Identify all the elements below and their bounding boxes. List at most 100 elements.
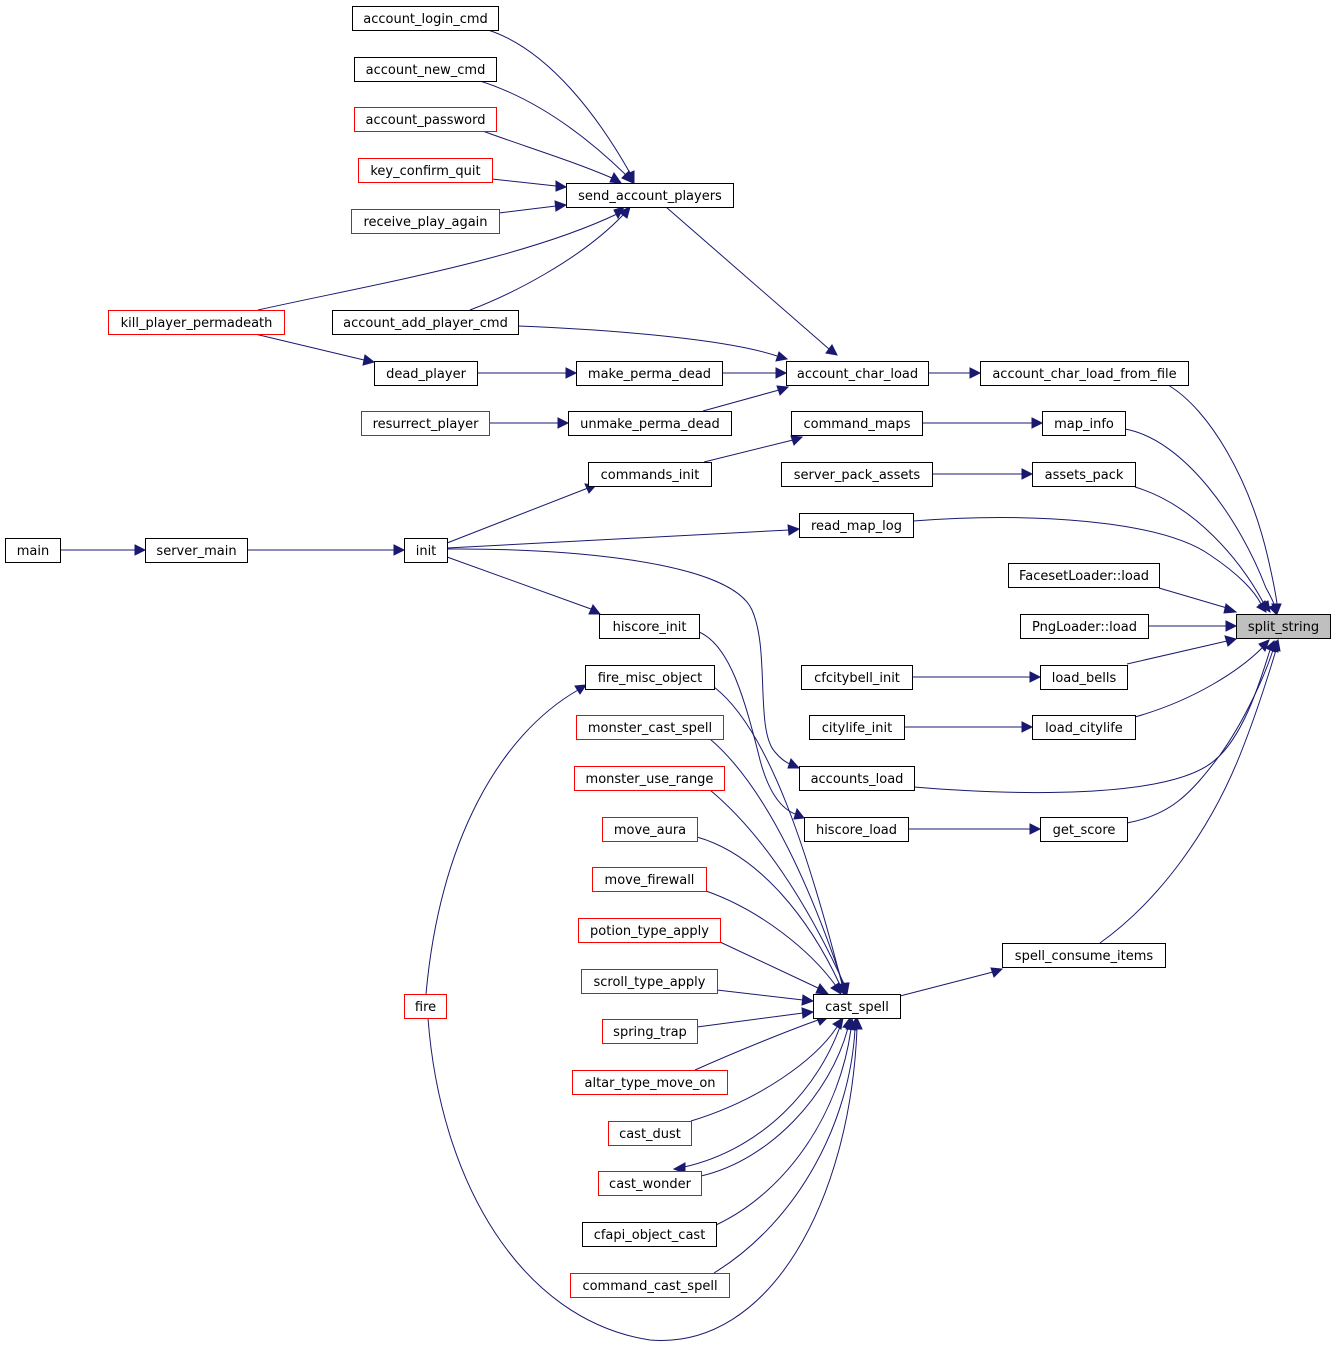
- node-box[interactable]: [799, 766, 915, 791]
- node-box[interactable]: [1008, 563, 1160, 588]
- node-box[interactable]: [980, 361, 1189, 386]
- node-box[interactable]: [351, 209, 500, 234]
- node-account-login-cmd[interactable]: account_login_cmd: [352, 6, 499, 31]
- node-command-maps[interactable]: command_maps: [791, 411, 923, 436]
- node-box[interactable]: [1040, 665, 1128, 690]
- node-box[interactable]: [108, 310, 285, 335]
- node-get-score[interactable]: get_score: [1040, 817, 1128, 842]
- node-altar-type-move-on[interactable]: altar_type_move_on: [572, 1070, 728, 1095]
- node-server-pack-assets[interactable]: server_pack_assets: [781, 462, 933, 487]
- node-pngloader-load[interactable]: PngLoader::load: [1020, 614, 1149, 639]
- node-cfcitybell-init[interactable]: cfcitybell_init: [801, 665, 913, 690]
- node-cast-spell[interactable]: cast_spell: [813, 994, 901, 1019]
- node-box[interactable]: [576, 715, 724, 740]
- node-citylife-init[interactable]: citylife_init: [809, 715, 905, 740]
- node-scroll-type-apply[interactable]: scroll_type_apply: [581, 969, 718, 994]
- node-box[interactable]: [354, 107, 497, 132]
- node-box[interactable]: [602, 1019, 698, 1044]
- node-box[interactable]: [598, 1171, 702, 1196]
- node-hiscore-init[interactable]: hiscore_init: [599, 614, 700, 639]
- node-box[interactable]: [781, 462, 933, 487]
- node-box[interactable]: [1042, 411, 1126, 436]
- node-monster-use-range[interactable]: monster_use_range: [574, 766, 725, 791]
- node-load-citylife[interactable]: load_citylife: [1032, 715, 1136, 740]
- node-box[interactable]: [791, 411, 923, 436]
- node-split-string[interactable]: split_string: [1236, 614, 1331, 639]
- node-box[interactable]: [568, 411, 732, 436]
- node-box[interactable]: [358, 158, 493, 183]
- node-key-confirm-quit[interactable]: key_confirm_quit: [358, 158, 493, 183]
- node-box[interactable]: [1032, 715, 1136, 740]
- node-account-new-cmd[interactable]: account_new_cmd: [354, 57, 497, 82]
- node-box[interactable]: [352, 6, 499, 31]
- node-cfapi-object-cast[interactable]: cfapi_object_cast: [582, 1222, 717, 1247]
- node-box[interactable]: [374, 361, 478, 386]
- node-box[interactable]: [801, 665, 913, 690]
- node-accounts-load[interactable]: accounts_load: [799, 766, 915, 791]
- node-box[interactable]: [1236, 614, 1331, 639]
- node-box[interactable]: [581, 969, 718, 994]
- node-box[interactable]: [576, 361, 723, 386]
- node-box[interactable]: [145, 538, 248, 563]
- node-move-aura[interactable]: move_aura: [602, 817, 698, 842]
- node-account-password[interactable]: account_password: [354, 107, 497, 132]
- node-spell-consume-items[interactable]: spell_consume_items: [1002, 943, 1166, 968]
- node-box[interactable]: [361, 411, 490, 436]
- node-dead-player[interactable]: dead_player: [374, 361, 478, 386]
- node-box[interactable]: [804, 817, 909, 842]
- node-box[interactable]: [602, 817, 698, 842]
- node-box[interactable]: [1002, 943, 1166, 968]
- node-box[interactable]: [332, 310, 519, 335]
- node-box[interactable]: [813, 994, 901, 1019]
- node-send-account-players[interactable]: send_account_players: [566, 183, 734, 208]
- node-move-firewall[interactable]: move_firewall: [592, 867, 707, 892]
- node-fire[interactable]: fire: [404, 994, 447, 1019]
- node-commands-init[interactable]: commands_init: [588, 462, 712, 487]
- node-box[interactable]: [799, 513, 914, 538]
- node-account-char-load-from-file[interactable]: account_char_load_from_file: [980, 361, 1189, 386]
- node-spring-trap[interactable]: spring_trap: [602, 1019, 698, 1044]
- node-box[interactable]: [599, 614, 700, 639]
- node-box[interactable]: [608, 1121, 692, 1146]
- node-unmake-perma-dead[interactable]: unmake_perma_dead: [568, 411, 732, 436]
- node-box[interactable]: [588, 462, 712, 487]
- node-map-info[interactable]: map_info: [1042, 411, 1126, 436]
- node-box[interactable]: [592, 867, 707, 892]
- node-account-add-player-cmd[interactable]: account_add_player_cmd: [332, 310, 519, 335]
- node-cast-wonder[interactable]: cast_wonder: [598, 1171, 702, 1196]
- node-main[interactable]: main: [5, 538, 61, 563]
- node-box[interactable]: [578, 918, 721, 943]
- node-box[interactable]: [585, 665, 715, 690]
- node-box[interactable]: [566, 183, 734, 208]
- node-make-perma-dead[interactable]: make_perma_dead: [576, 361, 723, 386]
- node-read-map-log[interactable]: read_map_log: [799, 513, 914, 538]
- node-box[interactable]: [786, 361, 929, 386]
- node-server-main[interactable]: server_main: [145, 538, 248, 563]
- node-box[interactable]: [404, 994, 447, 1019]
- node-assets-pack[interactable]: assets_pack: [1032, 462, 1136, 487]
- node-box[interactable]: [809, 715, 905, 740]
- node-account-char-load[interactable]: account_char_load: [786, 361, 929, 386]
- node-box[interactable]: [582, 1222, 717, 1247]
- node-box[interactable]: [354, 57, 497, 82]
- node-box[interactable]: [572, 1070, 728, 1095]
- node-box[interactable]: [570, 1273, 730, 1298]
- node-hiscore-load[interactable]: hiscore_load: [804, 817, 909, 842]
- node-load-bells[interactable]: load_bells: [1040, 665, 1128, 690]
- node-box[interactable]: [574, 766, 725, 791]
- node-kill-player-permadeath[interactable]: kill_player_permadeath: [108, 310, 285, 335]
- node-box[interactable]: [5, 538, 61, 563]
- node-cast-dust[interactable]: cast_dust: [608, 1121, 692, 1146]
- node-fire-misc-object[interactable]: fire_misc_object: [585, 665, 715, 690]
- node-receive-play-again[interactable]: receive_play_again: [351, 209, 500, 234]
- node-command-cast-spell[interactable]: command_cast_spell: [570, 1273, 730, 1298]
- node-box[interactable]: [1020, 614, 1149, 639]
- node-box[interactable]: [1032, 462, 1136, 487]
- node-facesetloader-load[interactable]: FacesetLoader::load: [1008, 563, 1160, 588]
- node-resurrect-player[interactable]: resurrect_player: [361, 411, 490, 436]
- node-monster-cast-spell[interactable]: monster_cast_spell: [576, 715, 724, 740]
- node-box[interactable]: [1040, 817, 1128, 842]
- node-potion-type-apply[interactable]: potion_type_apply: [578, 918, 721, 943]
- node-init[interactable]: init: [404, 538, 448, 563]
- node-box[interactable]: [404, 538, 448, 563]
